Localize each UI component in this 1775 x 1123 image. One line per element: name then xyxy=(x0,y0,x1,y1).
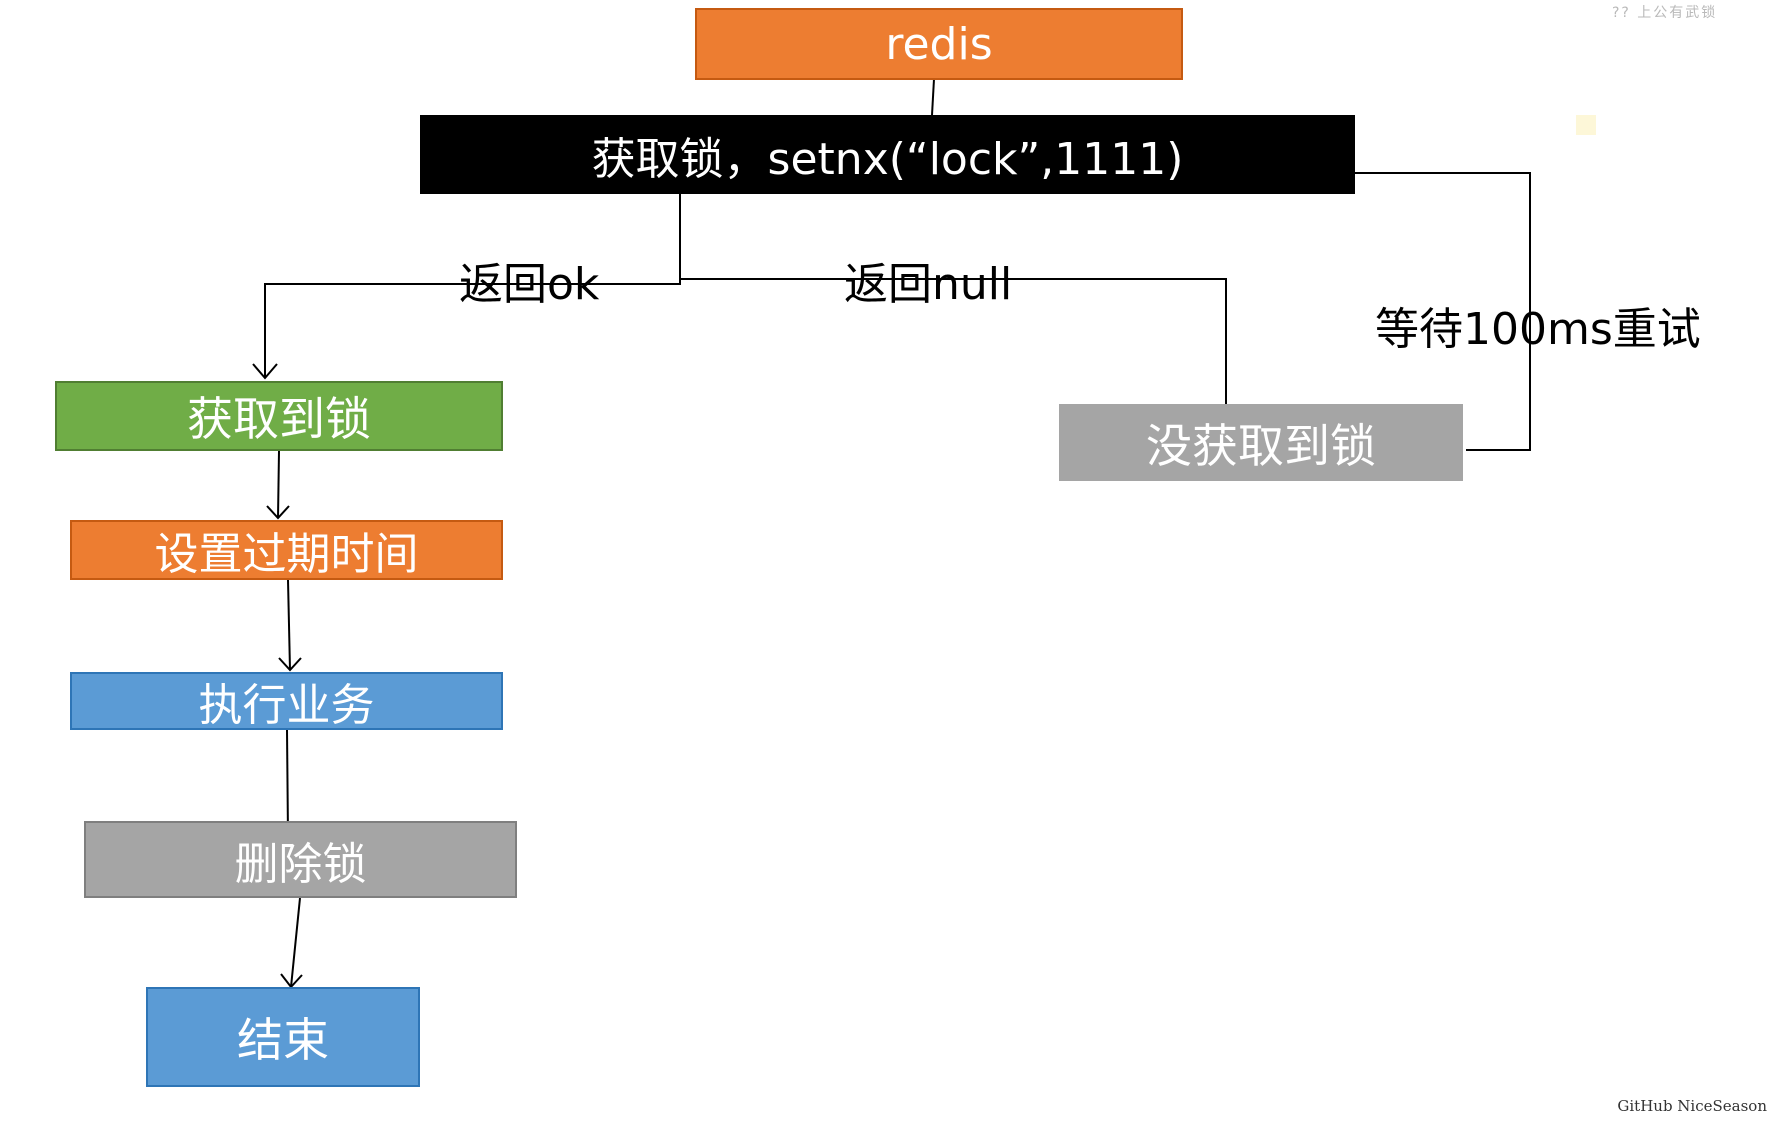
corner-decoration xyxy=(1576,115,1596,135)
node-set-expire: 设置过期时间 xyxy=(70,520,503,580)
connector-acquired-to-expire xyxy=(277,450,280,519)
node-delete-lock: 删除锁 xyxy=(84,821,517,898)
node-execute-business: 执行业务 xyxy=(70,672,503,731)
corner-text-artifact: ?? 上公有武锁 xyxy=(1612,5,1718,21)
edge-label-return-null: 返回null xyxy=(844,259,1013,310)
arrowhead-business xyxy=(278,657,302,672)
node-lock-not-acquired: 没获取到锁 xyxy=(1059,404,1463,481)
node-execute-business-label: 执行业务 xyxy=(198,680,375,731)
node-lock-not-acquired-label: 没获取到锁 xyxy=(1146,418,1376,473)
node-end-label: 结束 xyxy=(237,1013,329,1067)
node-acquire-lock: 获取锁，setnx(“lock”,1111) xyxy=(420,115,1355,194)
arrowhead-ok xyxy=(252,363,278,380)
node-end: 结束 xyxy=(146,987,420,1087)
connector-business-to-delete xyxy=(286,729,289,837)
node-redis-label: redis xyxy=(885,18,993,70)
edge-label-retry: 等待100ms重试 xyxy=(1375,304,1701,355)
node-redis: redis xyxy=(695,8,1183,80)
connector-return-ok xyxy=(264,194,681,378)
arrowhead-expire xyxy=(266,505,290,520)
node-delete-lock-label: 删除锁 xyxy=(234,838,367,890)
connector-delete-to-end xyxy=(290,897,301,988)
connector-redis-to-acquire xyxy=(931,78,935,116)
connector-return-null xyxy=(680,278,1227,420)
node-set-expire-label: 设置过期时间 xyxy=(154,529,419,580)
edge-label-return-ok: 返回ok xyxy=(459,259,600,310)
node-lock-acquired-label: 获取到锁 xyxy=(187,392,371,446)
node-lock-acquired: 获取到锁 xyxy=(55,381,503,451)
node-acquire-lock-label: 获取锁，setnx(“lock”,1111) xyxy=(591,133,1184,185)
watermark: GitHub NiceSeason xyxy=(1617,1097,1767,1115)
connector-expire-to-business xyxy=(287,579,291,671)
connector-retry-loop xyxy=(1354,172,1531,451)
